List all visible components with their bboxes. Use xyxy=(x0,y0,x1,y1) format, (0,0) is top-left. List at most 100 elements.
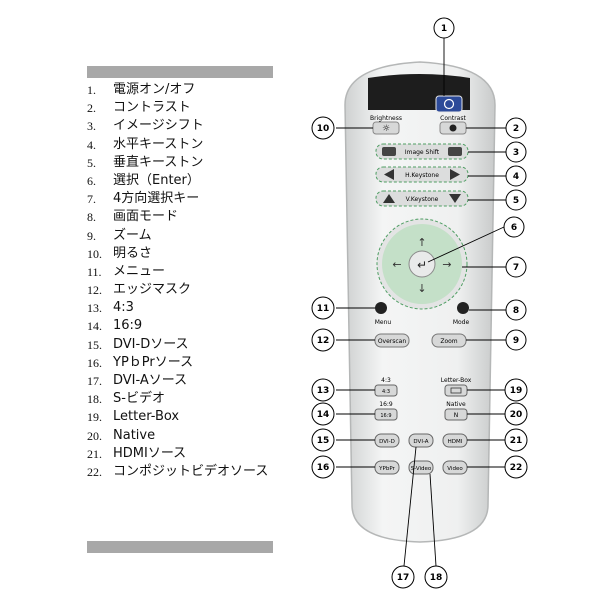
svg-text:Video: Video xyxy=(447,466,463,472)
svg-text:2: 2 xyxy=(513,124,519,134)
arrow-left-icon[interactable]: ← xyxy=(392,258,401,271)
s-video-button[interactable] xyxy=(408,460,434,475)
svg-text:3: 3 xyxy=(513,148,519,158)
callout-20 xyxy=(504,402,528,426)
callout-1 xyxy=(433,17,455,39)
callout-8 xyxy=(505,299,527,321)
svg-text:18: 18 xyxy=(430,573,443,583)
svg-text:5: 5 xyxy=(513,196,519,206)
svg-text:S-Video: S-Video xyxy=(411,466,432,472)
svg-text:16:9: 16:9 xyxy=(380,413,391,419)
callout-3 xyxy=(505,141,527,163)
svg-text:Overscan: Overscan xyxy=(378,338,407,345)
legend-bottom-rule xyxy=(87,541,273,553)
legend-item: 2.コントラスト xyxy=(87,100,191,116)
letterbox-button[interactable] xyxy=(444,384,468,397)
arrow-right-icon[interactable]: → xyxy=(442,258,451,271)
svg-text:19: 19 xyxy=(510,386,523,396)
h-keystone-rocker[interactable]: H.Keystone xyxy=(375,166,469,183)
overscan-button[interactable] xyxy=(374,333,410,348)
svg-text:1: 1 xyxy=(441,24,447,34)
callout-18 xyxy=(424,565,448,589)
callout-9 xyxy=(505,329,527,351)
video-button[interactable] xyxy=(442,460,468,475)
svg-text:14: 14 xyxy=(317,410,330,420)
dvi-d-button[interactable] xyxy=(374,433,400,448)
svg-text:Zoom: Zoom xyxy=(440,338,457,345)
native-button[interactable] xyxy=(444,408,468,421)
callout-10 xyxy=(311,116,335,140)
legend-item: 6.選択（Enter） xyxy=(87,172,200,188)
svg-text:4: 4 xyxy=(513,172,519,182)
svg-text:12: 12 xyxy=(317,336,330,346)
legend-item: 22.コンポジットビデオソース xyxy=(87,463,269,479)
callout-4 xyxy=(505,165,527,187)
legend-item: 19.Letter-Box xyxy=(87,409,180,425)
arrow-down-icon[interactable]: ↓ xyxy=(417,282,426,295)
arrow-up-icon[interactable]: ↑ xyxy=(417,236,426,249)
svg-text:YPbPr: YPbPr xyxy=(378,466,395,472)
menu-label: Menu xyxy=(375,319,392,326)
svg-text:20: 20 xyxy=(510,410,523,420)
enter-button[interactable] xyxy=(408,250,436,278)
brightness-label: Brightness xyxy=(370,115,402,122)
legend-item: 12.エッジマスク xyxy=(87,282,192,298)
svg-text:11: 11 xyxy=(317,304,330,314)
svg-text:DVI-A: DVI-A xyxy=(413,439,428,445)
ypbpr-button[interactable] xyxy=(374,460,400,475)
legend-item: 4.水平キーストン xyxy=(87,136,204,152)
svg-text:16: 16 xyxy=(317,463,330,473)
svg-text:21: 21 xyxy=(510,436,523,446)
svg-text:10: 10 xyxy=(317,124,330,134)
callout-2 xyxy=(505,117,527,139)
callout-6 xyxy=(503,216,525,238)
svg-text:HDMI: HDMI xyxy=(448,439,463,445)
legend-item: 3.イメージシフト xyxy=(87,118,204,134)
v-keystone-rocker[interactable]: V.Keystone xyxy=(375,190,469,207)
power-button[interactable] xyxy=(435,95,463,113)
svg-text:DVI-D: DVI-D xyxy=(379,439,395,445)
svg-text:N: N xyxy=(454,412,459,419)
legend-item: 10.明るさ xyxy=(87,245,153,261)
sun-icon: ☼ xyxy=(382,124,390,134)
callout-15 xyxy=(311,428,335,452)
native-label: Native xyxy=(446,401,466,408)
callout-19 xyxy=(504,378,528,402)
legend-item: 20.Native xyxy=(87,427,156,443)
enter-icon: ↵ xyxy=(417,258,427,272)
aspect-43-label: 4:3 xyxy=(381,377,391,384)
aspect-43-button[interactable] xyxy=(374,384,398,397)
callout-22 xyxy=(504,455,528,479)
legend-item: 16.YPｂPrソース xyxy=(87,354,194,370)
power-icon xyxy=(443,98,455,110)
zoom-button[interactable] xyxy=(431,333,467,348)
contrast-label: Contrast xyxy=(440,115,466,122)
legend-item: 7.4方向選択キー xyxy=(87,191,200,207)
svg-text:17: 17 xyxy=(397,573,410,583)
callout-7 xyxy=(505,256,527,278)
legend-item: 15.DVI-Dソース xyxy=(87,336,189,352)
callout-14 xyxy=(311,402,335,426)
callout-leaders xyxy=(336,38,507,567)
legend-item: 14.16:9 xyxy=(87,318,143,334)
legend-item: 8.画面モード xyxy=(87,209,179,225)
hdmi-button[interactable] xyxy=(442,433,468,448)
legend-top-rule xyxy=(87,66,273,78)
callout-11 xyxy=(311,296,335,320)
mode-button[interactable] xyxy=(457,302,469,314)
callout-21 xyxy=(504,428,528,452)
letterbox-label: Letter-Box xyxy=(441,377,472,384)
svg-text:15: 15 xyxy=(317,436,330,446)
svg-text:6: 6 xyxy=(511,223,517,233)
menu-button[interactable] xyxy=(375,302,387,314)
legend-item: 17.DVI-Aソース xyxy=(87,373,188,388)
dvi-a-button[interactable] xyxy=(408,433,434,448)
svg-text:22: 22 xyxy=(510,463,523,473)
callout-16 xyxy=(311,455,335,479)
callout-5 xyxy=(505,189,527,211)
aspect-169-button[interactable] xyxy=(374,408,398,421)
image-shift-rocker[interactable]: Image Shift xyxy=(375,143,469,160)
letterbox-icon xyxy=(450,387,462,394)
